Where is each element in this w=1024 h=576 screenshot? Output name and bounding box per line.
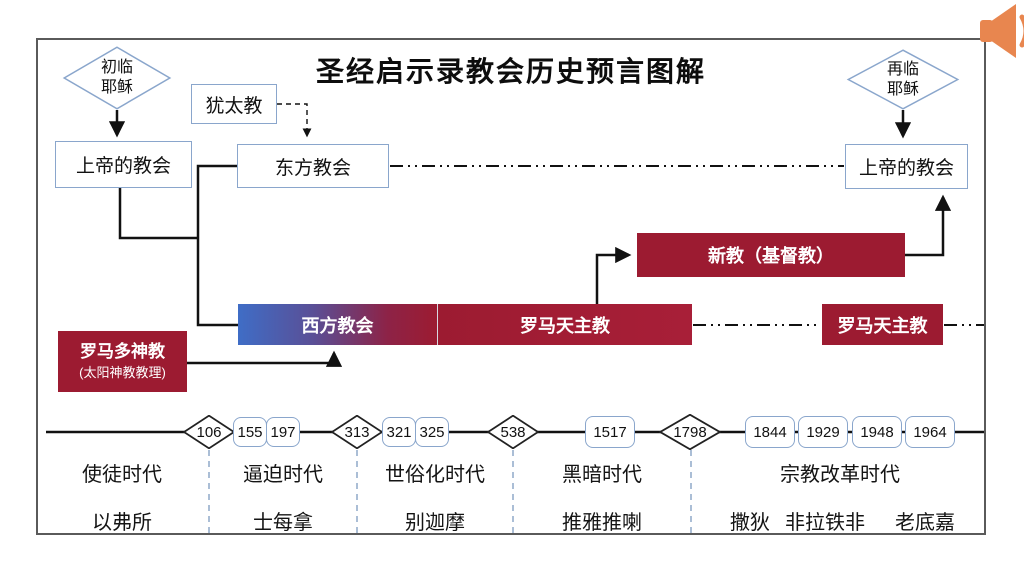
timeline-year: 1948 [860, 423, 894, 441]
timeline-marker-197: 197 [266, 417, 300, 447]
timeline-year: 1798 [673, 423, 707, 441]
page-title: 圣经启示录教会历史预言图解 [315, 56, 706, 87]
node-western-church-label: 西方教会 [301, 315, 374, 336]
timeline-marker-1517: 1517 [585, 416, 635, 448]
node-roman-catholic-2-label: 罗马天主教 [837, 315, 928, 336]
timeline-marker-1948: 1948 [852, 416, 902, 448]
node-eastern-church: 东方教会 [237, 144, 389, 188]
node-first-coming-label: 初临 耶稣 [100, 59, 133, 96]
node-roman-catholic-bar: 罗马天主教 [437, 304, 692, 345]
timeline-year: 197 [270, 423, 296, 441]
node-second-coming-label: 再临 耶稣 [886, 60, 919, 98]
diamond-shape-icon [62, 46, 172, 110]
timeline-marker-106: 106 [183, 415, 235, 449]
timeline-marker-1844: 1844 [745, 416, 795, 448]
node-roman-catholic-2: 罗马天主教 [822, 304, 943, 345]
node-eastern-church-label: 东方教会 [274, 157, 351, 179]
node-church-of-god-left-label: 上帝的教会 [75, 156, 171, 177]
diamond-shape-icon [183, 415, 235, 449]
timeline-marker-155: 155 [233, 417, 267, 447]
timeline-year: 313 [344, 423, 370, 441]
era-dark-ages: 黑暗时代 [562, 464, 642, 486]
diamond-shape-icon [659, 414, 721, 450]
node-church-of-god-left: 上帝的教会 [55, 141, 192, 188]
node-roman-polytheism-line2: (太阳神教教理) [79, 365, 166, 381]
timeline-marker-1964: 1964 [905, 416, 955, 448]
node-roman-polytheism-line1: 罗马多神教 [80, 342, 165, 362]
timeline-marker-1798: 1798 [659, 414, 721, 450]
node-church-of-god-right-label: 上帝的教会 [858, 158, 954, 179]
timeline-marker-313: 313 [331, 415, 383, 449]
timeline-year: 325 [419, 423, 445, 441]
era-secularization: 世俗化时代 [385, 464, 485, 486]
diamond-shape-icon [331, 415, 383, 449]
era-persecution: 逼迫时代 [243, 464, 323, 486]
timeline-marker-1929: 1929 [798, 416, 848, 448]
diamond-shape-icon [487, 415, 539, 449]
node-second-coming: 再临 耶稣 [846, 49, 960, 110]
node-first-coming: 初临 耶稣 [62, 46, 172, 110]
node-judaism-label: 犹太教 [205, 95, 263, 117]
church-sardis: 撒狄 [730, 512, 770, 534]
node-roman-polytheism: 罗马多神教 (太阳神教教理) [58, 331, 187, 392]
timeline-year: 321 [386, 423, 412, 441]
church-laodicea: 老底嘉 [895, 512, 955, 534]
era-apostolic: 使徒时代 [82, 464, 162, 486]
timeline-year: 1517 [593, 423, 627, 441]
node-protestant-label: 新教（基督教） [708, 246, 834, 266]
church-ephesus: 以弗所 [92, 512, 152, 534]
timeline-marker-538: 538 [487, 415, 539, 449]
timeline-year: 1929 [806, 423, 840, 441]
church-pergamum: 别迦摩 [405, 512, 465, 534]
node-judaism: 犹太教 [191, 84, 277, 124]
timeline-year: 1964 [913, 423, 947, 441]
timeline-marker-325: 325 [415, 417, 449, 447]
diagram-frame [36, 38, 986, 535]
era-reformation: 宗教改革时代 [780, 464, 900, 486]
church-smyrna: 士每拿 [253, 512, 313, 534]
church-thyatira: 推雅推喇 [562, 512, 642, 534]
diamond-shape-icon [846, 49, 960, 110]
speaker-icon[interactable] [978, 3, 1024, 59]
timeline-year: 1844 [753, 423, 787, 441]
node-church-of-god-right: 上帝的教会 [845, 144, 968, 189]
node-roman-catholic-bar-label: 罗马天主教 [520, 315, 610, 336]
church-philadelphia: 非拉铁非 [785, 512, 865, 534]
timeline-year: 106 [196, 423, 222, 441]
timeline-year: 538 [500, 423, 526, 441]
node-protestant: 新教（基督教） [637, 233, 905, 277]
timeline-year: 155 [237, 423, 263, 441]
node-western-church: 西方教会 [238, 304, 437, 345]
timeline-marker-321: 321 [382, 417, 416, 447]
